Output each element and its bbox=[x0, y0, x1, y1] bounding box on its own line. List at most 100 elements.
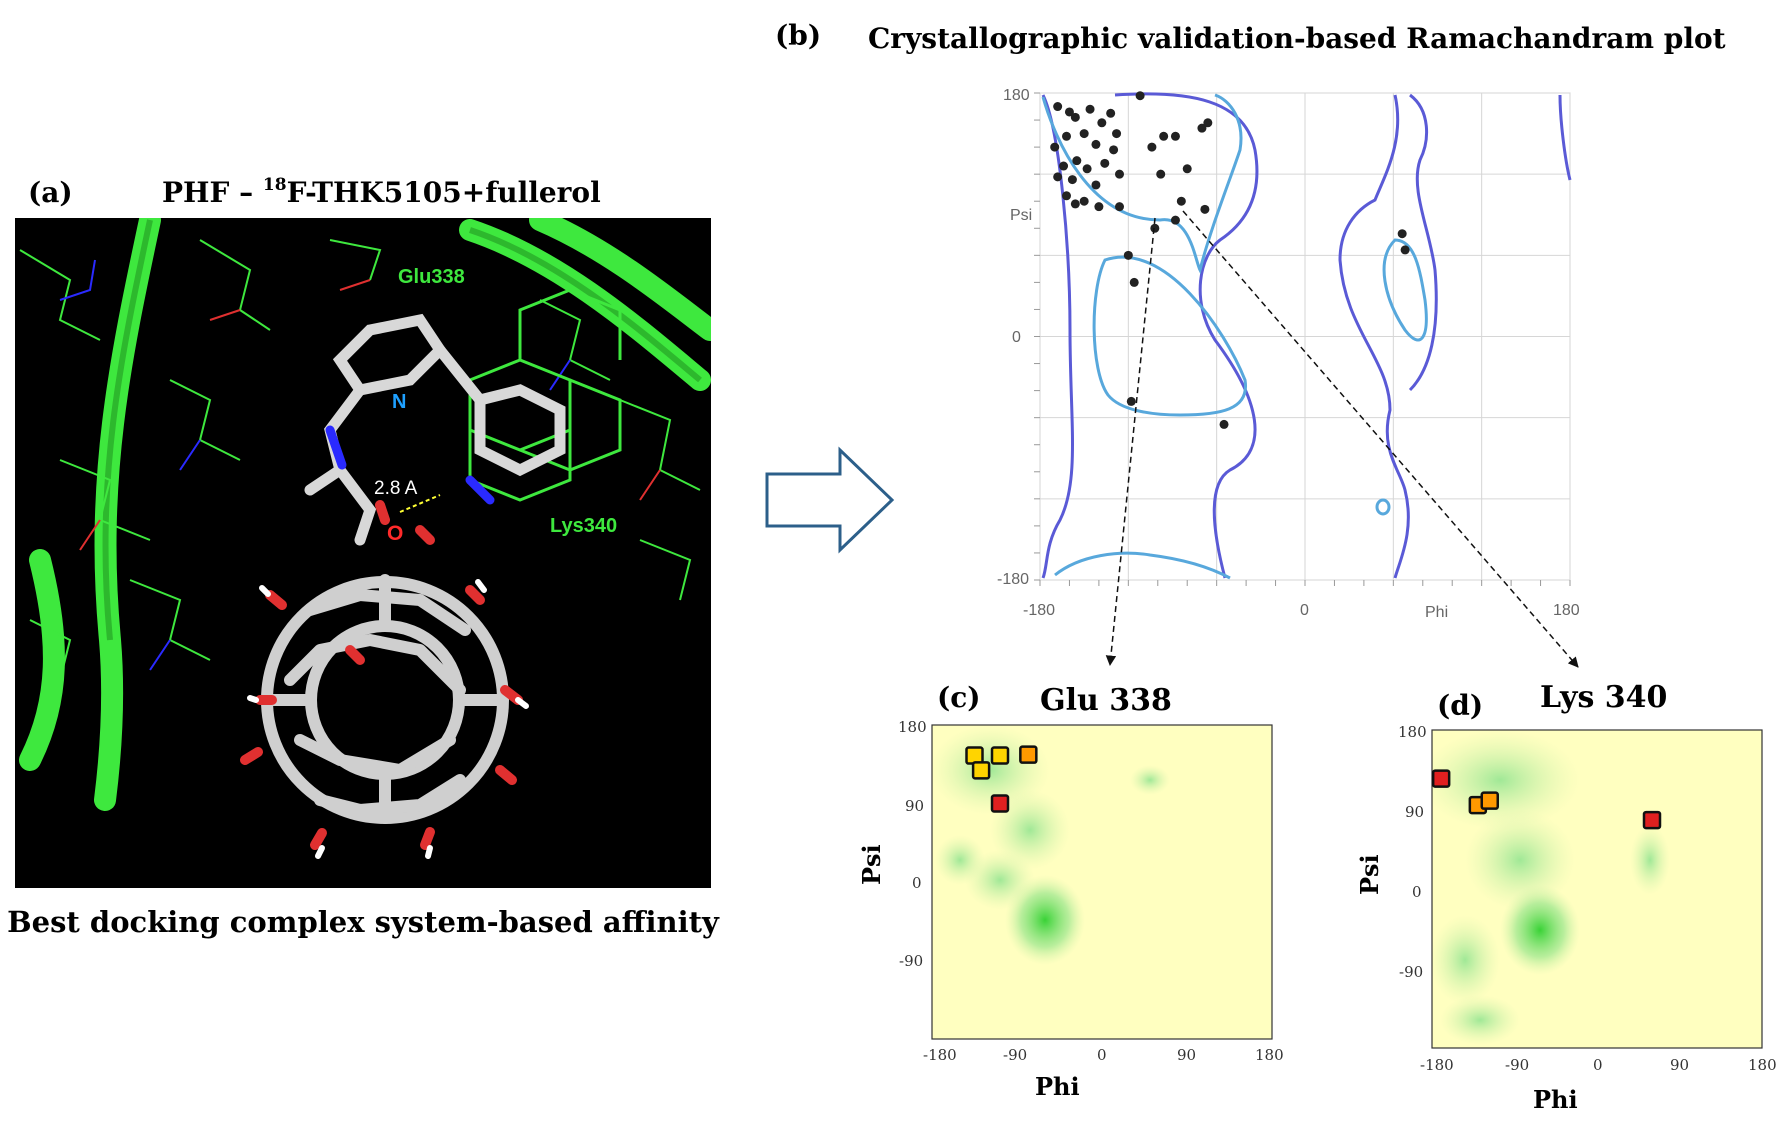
residue-point bbox=[1072, 156, 1082, 166]
glu-residue-square bbox=[990, 794, 1010, 813]
ramachandran-plot: 180 0 -180 Psi -180 0 180 Phi bbox=[997, 87, 1580, 621]
flow-arrow bbox=[765, 446, 895, 554]
residue-point bbox=[1079, 129, 1089, 139]
glu-residue-square bbox=[990, 746, 1010, 765]
glu-residue-square bbox=[971, 761, 991, 780]
panel-d: (d) Lys 340 180 90 0 -90 -180 -90 0 90 1… bbox=[1355, 680, 1777, 1114]
lys-points bbox=[1431, 769, 1662, 830]
lys-residue-square bbox=[1431, 769, 1451, 788]
residue-point bbox=[1070, 199, 1080, 209]
c-ytick-neg90: -90 bbox=[899, 952, 923, 970]
residue-point bbox=[1106, 108, 1116, 118]
residue-point bbox=[1147, 142, 1157, 152]
d-ytick-90: 90 bbox=[1405, 803, 1424, 821]
residue-point bbox=[1197, 123, 1207, 133]
residue-point bbox=[1129, 277, 1139, 287]
residue-point bbox=[1170, 215, 1180, 225]
label-lys340: Lys340 bbox=[550, 515, 617, 537]
residue-point bbox=[1219, 419, 1229, 429]
label-oxygen: O bbox=[387, 522, 403, 545]
residue-point bbox=[1400, 245, 1410, 255]
panel-b-title: Crystallographic validation-based Ramach… bbox=[868, 22, 1726, 55]
b-xtick-neg180: -180 bbox=[1023, 602, 1055, 619]
residue-point bbox=[1100, 158, 1110, 168]
residue-point bbox=[1079, 196, 1089, 206]
residue-point bbox=[1126, 396, 1136, 406]
panel-b-label: (b) bbox=[775, 19, 821, 52]
residue-point bbox=[1170, 131, 1180, 141]
d-ylabel: Psi bbox=[1355, 854, 1384, 895]
c-ytick-90: 90 bbox=[905, 797, 924, 815]
lys-residue-square bbox=[1480, 791, 1499, 810]
d-xtick-90: 90 bbox=[1670, 1056, 1689, 1074]
residue-point bbox=[1159, 131, 1169, 141]
residue-point bbox=[1085, 104, 1095, 114]
glu-points bbox=[965, 745, 1038, 813]
residue-point bbox=[1094, 202, 1104, 212]
allowed-region-contours bbox=[1041, 92, 1572, 580]
panel-d-title: Lys 340 bbox=[1540, 680, 1667, 715]
c-xtick-0: 0 bbox=[1097, 1046, 1107, 1064]
residue-point bbox=[1062, 131, 1071, 141]
residue-point bbox=[1176, 196, 1186, 206]
b-xtick-180: 180 bbox=[1553, 602, 1580, 619]
residue-point bbox=[1109, 145, 1119, 155]
d-xlabel: Phi bbox=[1533, 1085, 1578, 1114]
residue-point bbox=[1115, 202, 1124, 212]
residue-point bbox=[1064, 107, 1074, 117]
panel-a-label: (a) bbox=[28, 176, 73, 209]
label-glu338: Glu338 bbox=[398, 266, 465, 288]
lys-side-chain bbox=[468, 288, 622, 502]
panel-b: (b) Crystallographic validation-based Ra… bbox=[775, 19, 1726, 668]
d-xtick-neg90: -90 bbox=[1505, 1056, 1529, 1074]
c-xtick-90: 90 bbox=[1177, 1046, 1196, 1064]
residue-point bbox=[1062, 191, 1071, 201]
residue-point bbox=[1091, 139, 1101, 149]
panel-a-caption: Best docking complex system-based affini… bbox=[7, 905, 720, 939]
residue-point bbox=[1053, 172, 1063, 182]
b-xtick-0: 0 bbox=[1300, 602, 1309, 619]
d-xtick-180: 180 bbox=[1748, 1056, 1777, 1074]
residue-point bbox=[1203, 118, 1213, 128]
docking-image: Glu338 Lys340 N O 2.8 A bbox=[15, 218, 711, 888]
residue-point bbox=[1150, 223, 1160, 233]
c-ytick-180: 180 bbox=[898, 718, 927, 736]
residue-point bbox=[1082, 164, 1092, 174]
residue-point bbox=[1067, 175, 1077, 185]
residue-points bbox=[1050, 91, 1410, 429]
residue-point bbox=[1123, 250, 1133, 260]
label-nitrogen: N bbox=[392, 391, 406, 413]
label-distance: 2.8 A bbox=[374, 478, 418, 499]
callout-arrow-glu bbox=[1105, 217, 1156, 667]
d-ytick-neg90: -90 bbox=[1399, 963, 1423, 981]
panel-c-label: (c) bbox=[937, 681, 981, 714]
panel-c: (c) Glu 338 180 90 0 -90 -180 -90 0 90 1… bbox=[857, 681, 1284, 1101]
panel-c-title: Glu 338 bbox=[1040, 683, 1172, 718]
residue-point bbox=[1112, 129, 1122, 139]
glu-residue-square bbox=[1019, 745, 1038, 764]
side-chain-wires bbox=[19, 239, 701, 681]
d-ytick-180: 180 bbox=[1398, 723, 1427, 741]
residue-point bbox=[1070, 112, 1080, 122]
fullerol-cage bbox=[261, 574, 509, 824]
c-xtick-180: 180 bbox=[1255, 1046, 1284, 1064]
residue-point bbox=[1135, 91, 1145, 101]
residue-point bbox=[1050, 142, 1060, 152]
residue-point bbox=[1156, 169, 1166, 179]
c-xlabel: Phi bbox=[1035, 1072, 1080, 1101]
b-xlabel: Phi bbox=[1425, 604, 1448, 621]
hydrogen-bond bbox=[399, 494, 441, 513]
residue-point bbox=[1091, 180, 1101, 190]
callout-arrow-lys bbox=[1182, 210, 1579, 668]
residue-point bbox=[1182, 164, 1192, 174]
c-xtick-neg180: -180 bbox=[923, 1046, 957, 1064]
residue-point bbox=[1097, 118, 1107, 128]
d-xtick-neg180: -180 bbox=[1420, 1056, 1454, 1074]
c-ylabel: Psi bbox=[857, 844, 886, 885]
d-ytick-0: 0 bbox=[1412, 883, 1422, 901]
residue-point bbox=[1115, 169, 1124, 179]
residue-point bbox=[1053, 102, 1063, 112]
lys-residue-square bbox=[1642, 810, 1662, 830]
panel-a-title: PHF – 18F-THK5105+fullerol bbox=[162, 175, 601, 209]
